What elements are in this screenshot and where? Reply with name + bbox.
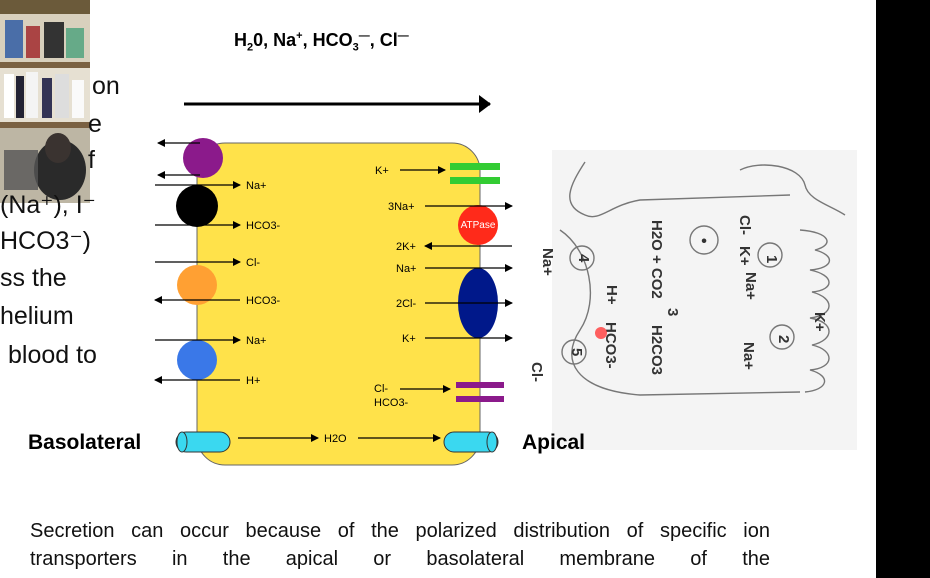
orange-transporter (177, 265, 217, 305)
svg-text:Na+: Na+ (539, 248, 556, 276)
black-transporter (176, 185, 218, 227)
apical-label-hco3: HCO3- (374, 397, 409, 409)
atpase-label: ATPase (461, 220, 496, 231)
atpase-pump (458, 205, 498, 245)
bg-text-line-2: e (88, 110, 102, 138)
bg-text-line-4: (Na⁺), I⁻ (0, 191, 96, 219)
baso-label-na-1: Na+ (246, 180, 267, 192)
svg-text:Na+: Na+ (740, 342, 757, 370)
svg-text:K+: K+ (811, 312, 828, 332)
webcam-overlay (0, 0, 90, 203)
apical-label-3na: 3Na+ (388, 201, 415, 213)
bg-text-line-1: on (92, 72, 120, 100)
webcam-image (0, 0, 90, 203)
epithelial-cell (196, 142, 481, 466)
aquaporin-basolateral (175, 431, 231, 453)
aquaporin-apical (443, 431, 499, 453)
green-channel-top (450, 163, 500, 170)
svg-text:H2CO3: H2CO3 (648, 325, 665, 375)
baso-label-hco3-2: HCO3- (246, 295, 281, 307)
apical-label-na: Na+ (396, 263, 417, 275)
baso-label-h: H+ (246, 375, 260, 387)
bg-text-line-8: blood to (8, 341, 97, 369)
blue-transporter (177, 340, 217, 380)
water-label: H2O (324, 433, 347, 445)
bg-text-line-3: f (88, 146, 95, 174)
screen-edge-bar (876, 0, 930, 578)
svg-text:4: 4 (575, 254, 592, 263)
purple-transporter (183, 138, 223, 178)
svg-text:Cl-: Cl- (736, 215, 753, 235)
bg-text-line-7: helium (0, 302, 74, 330)
bg-text-line-5: HCO3⁻) (0, 227, 91, 255)
diagram-title: H20, Na+, HCO3—, Cl— (234, 30, 409, 54)
purple-channel-bottom (456, 396, 504, 402)
baso-label-cl: Cl- (246, 257, 260, 269)
basolateral-label: Basolateral (28, 431, 142, 454)
pointer-highlight (595, 327, 607, 339)
baso-label-hco3-1: HCO3- (246, 220, 281, 232)
apical-label-k-2: K+ (402, 333, 416, 345)
cell-sketch (552, 150, 857, 450)
green-channel-bottom (450, 177, 500, 184)
svg-text:1: 1 (763, 255, 780, 263)
svg-text:2: 2 (775, 335, 792, 343)
bg-text-line-6: ss the (0, 264, 67, 292)
apical-label-2k: 2K+ (396, 241, 416, 253)
svg-text:5: 5 (568, 348, 585, 356)
svg-text:K+: K+ (736, 246, 753, 266)
apical-label-cl: Cl- (374, 383, 388, 395)
svg-text:H2O + CO2: H2O + CO2 (648, 220, 665, 299)
apical-label-k-1: K+ (375, 165, 389, 177)
apical-label-2cl: 2Cl- (396, 298, 417, 310)
svg-text:Cl-: Cl- (528, 362, 545, 382)
apical-label: Apical (522, 431, 586, 454)
svg-text:•: • (701, 233, 707, 250)
svg-text:3: 3 (664, 308, 681, 316)
svg-text:H+: H+ (603, 285, 620, 305)
caption-text: Secretion can occur because of the polar… (30, 520, 770, 570)
purple-channel-top (456, 382, 504, 388)
svg-text:Na+: Na+ (742, 272, 759, 300)
baso-label-na-2: Na+ (246, 335, 267, 347)
